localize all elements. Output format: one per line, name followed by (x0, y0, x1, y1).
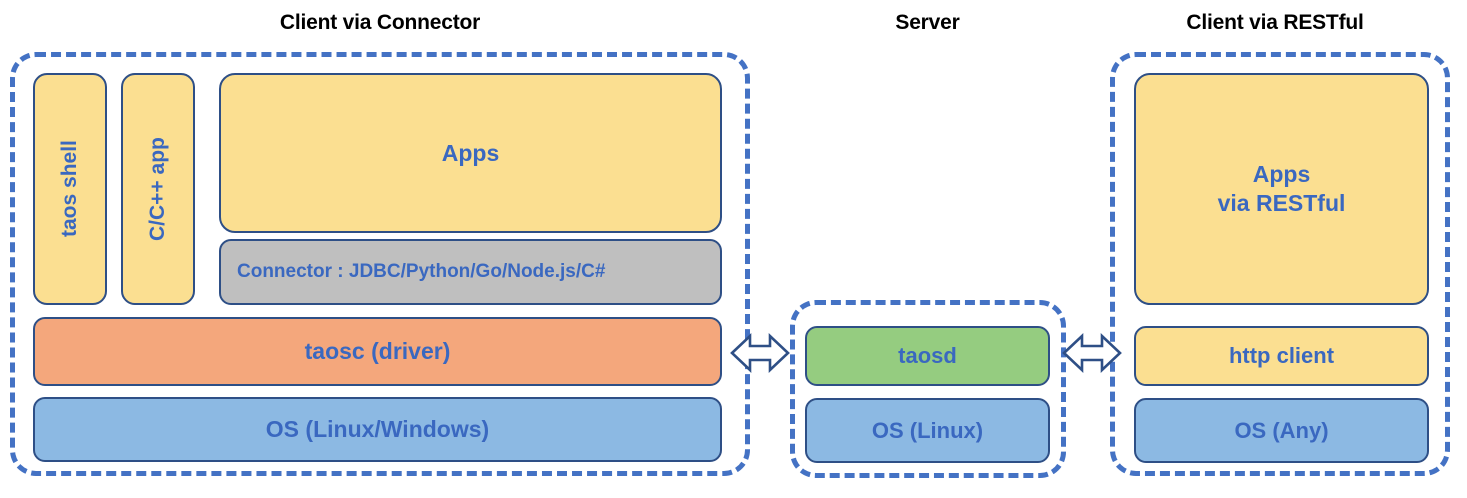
bidirectional-arrow-icon-left (730, 328, 790, 378)
box-taosd: taosd (805, 326, 1050, 386)
box-apps-via-restful: Apps via RESTful (1134, 73, 1429, 305)
box-c-cpp-app: C/C++ app (121, 73, 195, 305)
box-apps: Apps (219, 73, 722, 233)
section-title-client-via-restful: Client via RESTful (1186, 11, 1364, 34)
box-os-linux-windows: OS (Linux/Windows) (33, 397, 722, 462)
box-connector-list: Connector : JDBC/Python/Go/Node.js/C# (219, 239, 722, 305)
box-http-client: http client (1134, 326, 1429, 386)
box-os-any: OS (Any) (1134, 398, 1429, 463)
group-client-via-connector (10, 52, 750, 476)
box-os-linux: OS (Linux) (805, 398, 1050, 463)
group-server (790, 300, 1066, 478)
section-title-client-via-connector: Client via Connector (279, 11, 481, 34)
group-client-via-restful (1110, 52, 1450, 476)
bidirectional-arrow-icon-right (1062, 328, 1122, 378)
box-taosc-driver: taosc (driver) (33, 317, 722, 386)
box-taos-shell: taos shell (33, 73, 107, 305)
section-title-server: Server (895, 11, 960, 34)
